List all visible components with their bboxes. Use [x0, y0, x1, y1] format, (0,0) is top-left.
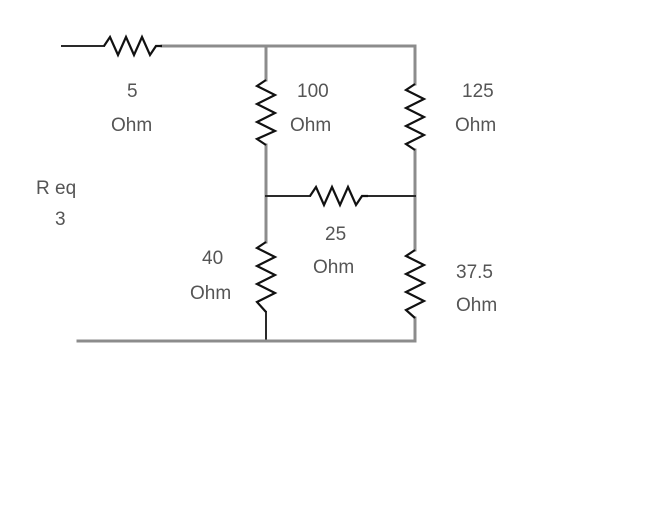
resistor-100-zigzag [254, 79, 278, 146]
r100-value-label: 100 [297, 81, 329, 102]
r125-unit-label: Ohm [455, 115, 496, 136]
r5-unit-label: Ohm [111, 115, 152, 136]
resistor-37-5-ohm [403, 249, 427, 319]
resistor-25-ohm [309, 184, 368, 208]
wires [61, 44, 417, 343]
req-label-line1: R eq [36, 178, 76, 199]
r25-unit-label: Ohm [313, 257, 354, 278]
r5-value-label: 5 [127, 81, 138, 102]
r100-unit-label: Ohm [290, 115, 331, 136]
resistor-40-zigzag [254, 241, 278, 313]
r40-value-label: 40 [202, 248, 223, 269]
r25-value-label: 25 [325, 224, 346, 245]
r375-unit-label: Ohm [456, 295, 497, 316]
req-label-line2: 3 [55, 209, 66, 230]
resistor-100-ohm [254, 79, 278, 146]
resistor-125-ohm [403, 83, 427, 151]
resistor-37-5-zigzag [403, 249, 427, 319]
resistor-5-ohm [103, 34, 162, 58]
r40-unit-label: Ohm [190, 283, 231, 304]
resistor-125-zigzag [403, 83, 427, 151]
resistor-5-zigzag [103, 34, 162, 58]
resistor-25-zigzag [309, 184, 368, 208]
r375-value-label: 37.5 [456, 262, 493, 283]
r125-value-label: 125 [462, 81, 494, 102]
resistor-40-ohm [254, 241, 278, 313]
